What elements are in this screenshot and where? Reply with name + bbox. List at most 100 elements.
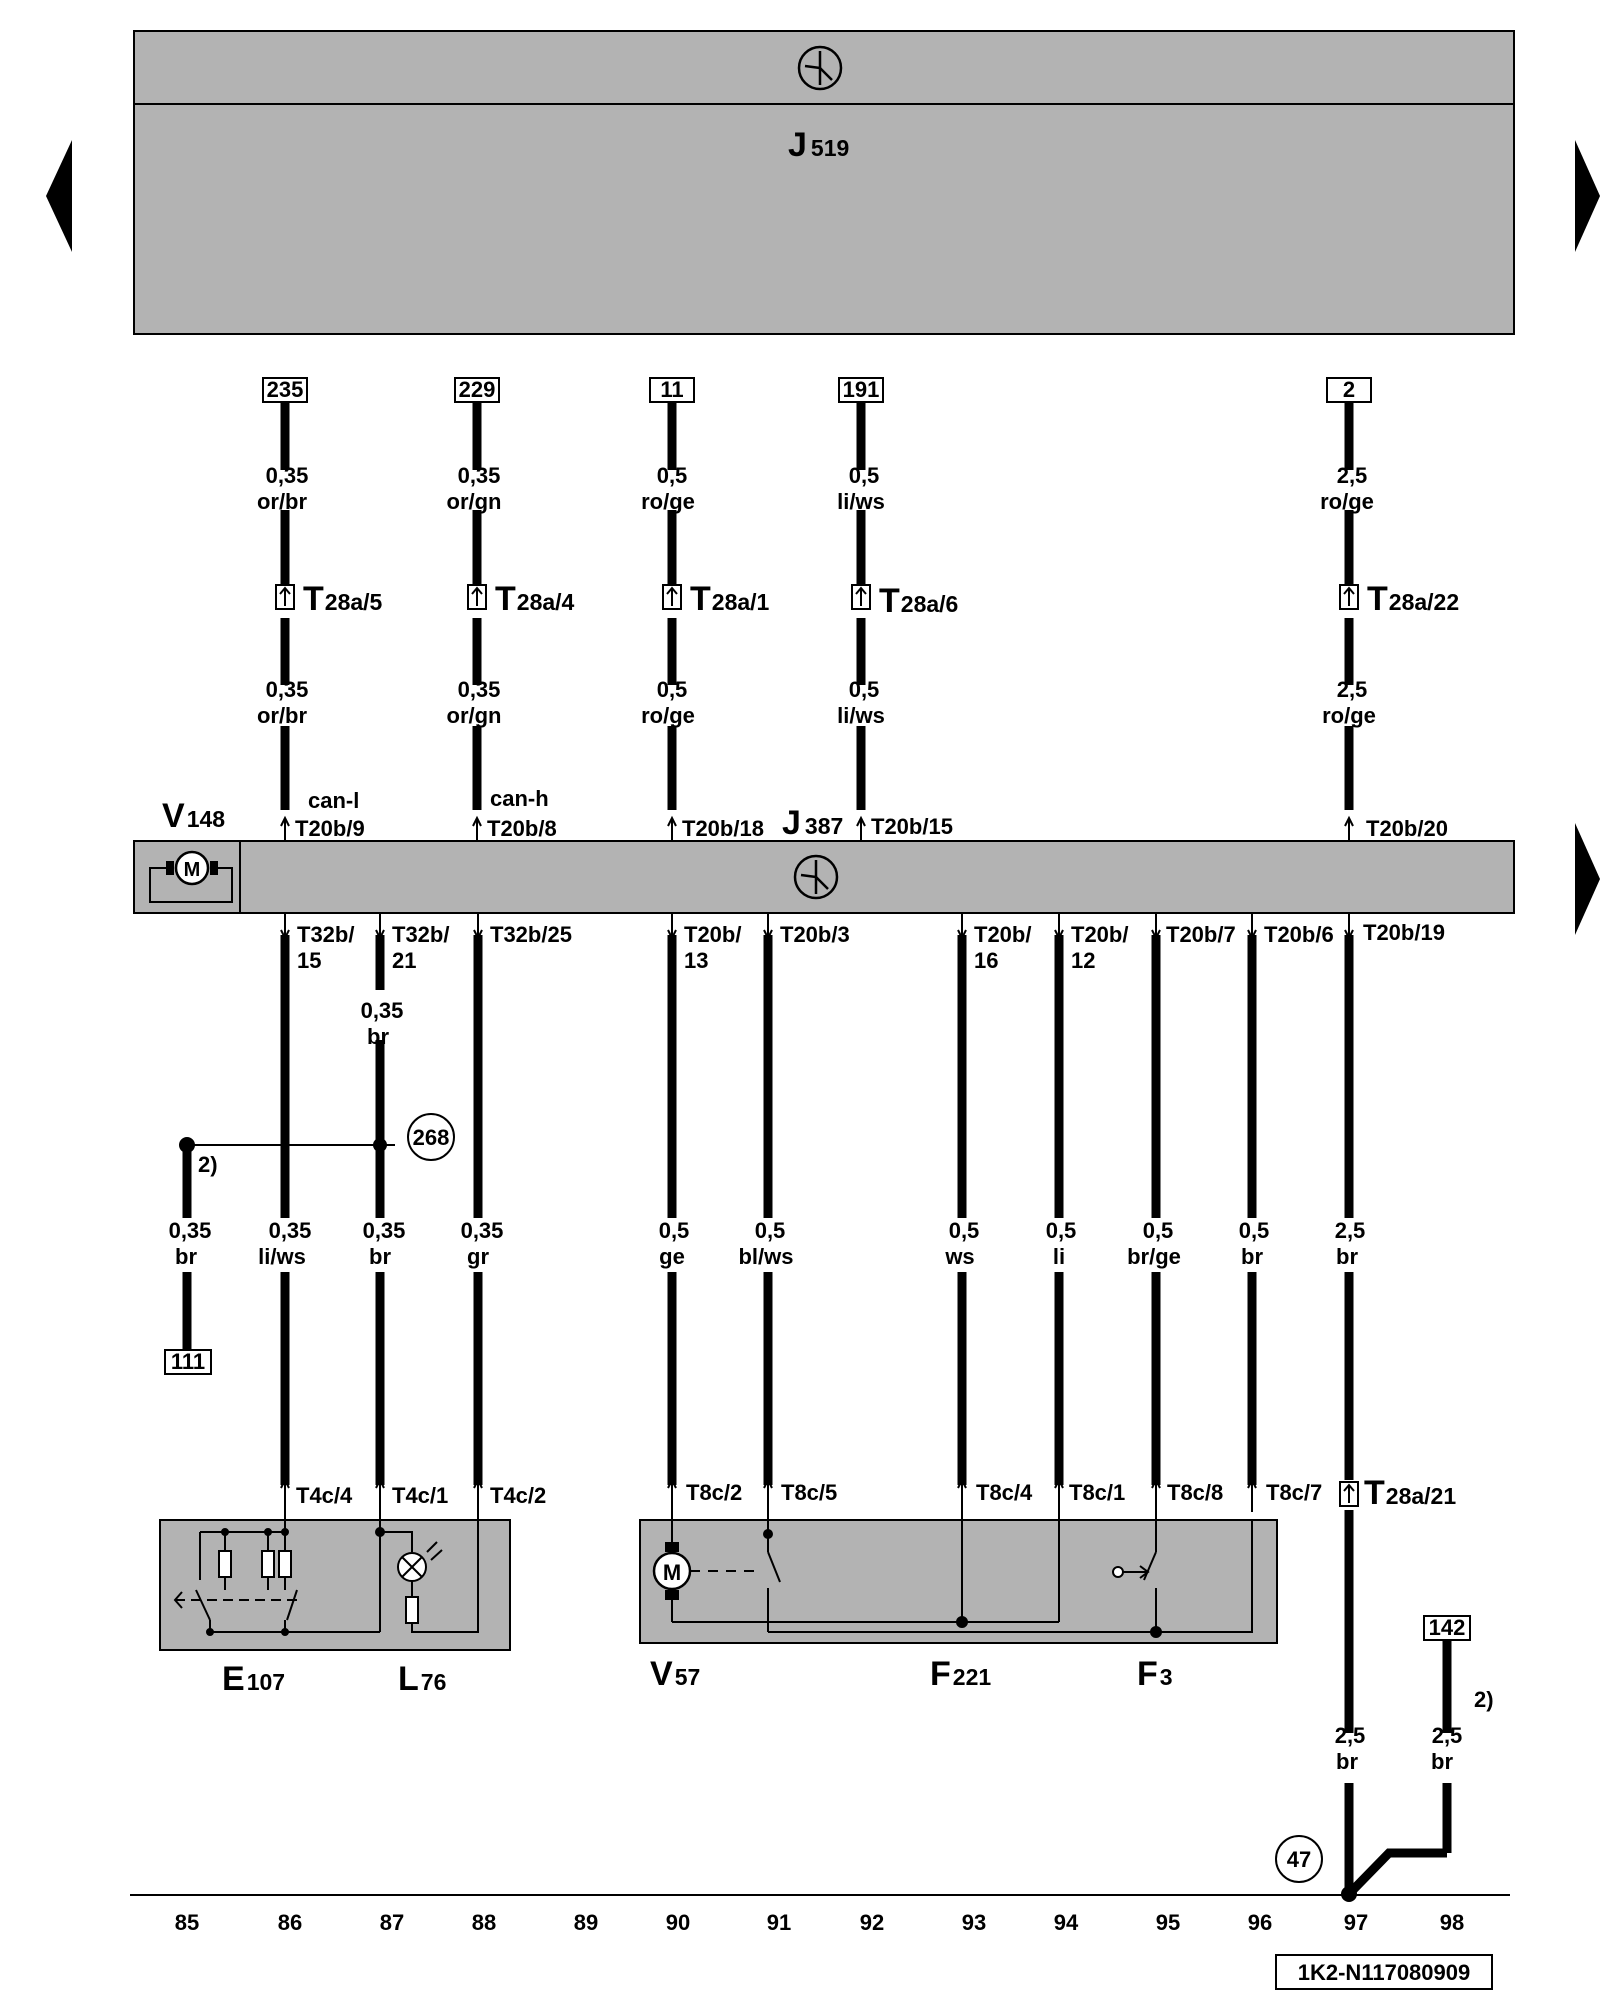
ref-229: 229 <box>459 377 496 402</box>
wire-2-size-a: 2,5 <box>1337 463 1368 488</box>
wire-235-color-a: or/br <box>257 489 308 514</box>
ref-11: 11 <box>660 377 683 402</box>
pin-t20b-7: T20b/7 <box>1166 922 1236 947</box>
pin-t4c-2: T4c/2 <box>490 1483 546 1508</box>
grid-numbers: 85 86 87 88 89 90 91 92 93 94 95 96 97 9… <box>175 1910 1464 1935</box>
pin-t8c-5: T8c/5 <box>781 1480 837 1505</box>
pin-t8c-8: T8c/8 <box>1167 1480 1223 1505</box>
pin-t20b-13-b: 13 <box>684 948 708 973</box>
next-page-arrow-icon[interactable] <box>1575 140 1600 252</box>
wire-2-size-b: 2,5 <box>1337 677 1368 702</box>
pin-t20b-6: T20b/6 <box>1264 922 1334 947</box>
j387-bottom-pins: T32b/ 15 T32b/ 21 T32b/25 T20b/ 13 T20b/… <box>280 913 1445 973</box>
resistor-network-icon <box>199 1520 292 1590</box>
grid-number: 94 <box>1054 1910 1079 1935</box>
connector-icon <box>662 584 682 610</box>
pin-t20b-16-a: T20b/ <box>974 922 1031 947</box>
connector-t28a-6-label: T28a/6 <box>879 582 958 620</box>
pin-t20b-19: T20b/19 <box>1363 920 1445 945</box>
motor-v148-label: V148 <box>162 797 225 835</box>
wire-98-color: br <box>1431 1749 1453 1774</box>
pin-t20b-15: T20b/15 <box>871 814 953 839</box>
grid-number: 87 <box>380 1910 404 1935</box>
wire-87-size-a: 0,35 <box>361 998 404 1023</box>
ground-47: 142 2) 47 <box>1275 1615 1494 1902</box>
pin-t20b-8: T20b/8 <box>487 816 557 841</box>
pin-t8c-2: T8c/2 <box>686 1480 742 1505</box>
grid-number: 98 <box>1440 1910 1464 1935</box>
wire-11-color-a: ro/ge <box>641 489 695 514</box>
wire-97-size-a: 2,5 <box>1335 1218 1366 1243</box>
pin-t20b-9: T20b/9 <box>295 816 365 841</box>
pin-t20b-20: T20b/20 <box>1366 816 1448 841</box>
wire-95-size: 0,5 <box>1143 1218 1174 1243</box>
connector-icon <box>275 584 295 610</box>
pin-t32b-21-a: T32b/ <box>392 922 449 947</box>
wire-87-size-b: 0,35 <box>363 1218 406 1243</box>
ref-2: 2 <box>1343 377 1355 402</box>
wire-11-size-b: 0,5 <box>657 677 688 702</box>
grid-number: 85 <box>175 1910 199 1935</box>
wire-94-color: li <box>1053 1244 1065 1269</box>
connector-t28a-21-label: T28a/21 <box>1364 1474 1456 1512</box>
grid-number: 90 <box>666 1910 690 1935</box>
pin-t20b-12-b: 12 <box>1071 948 1095 973</box>
pin-t32b-25: T32b/25 <box>490 922 572 947</box>
signal-can-l: can-l <box>308 788 359 813</box>
pin-t4c-4: T4c/4 <box>296 1483 353 1508</box>
connector-t28a-1-label: T28a/1 <box>690 580 770 618</box>
wire-191-size-b: 0,5 <box>849 677 880 702</box>
pin-t20b-12-a: T20b/ <box>1071 922 1128 947</box>
wire-96-color: br <box>1241 1244 1263 1269</box>
wire-91-color: bl/ws <box>738 1244 793 1269</box>
pin-t4c-1: T4c/1 <box>392 1483 448 1508</box>
component-v57-label: V57 <box>650 1655 700 1693</box>
signal-can-h: can-h <box>490 786 549 811</box>
switch-f3-icon <box>1112 1520 1162 1638</box>
wire-87-color-b: br <box>369 1244 391 1269</box>
continue-arrow-icon[interactable] <box>1575 823 1600 935</box>
wire-94-size: 0,5 <box>1046 1218 1077 1243</box>
ref-235: 235 <box>267 377 304 402</box>
wire-86-size: 0,35 <box>269 1218 312 1243</box>
component-l76-label: L76 <box>398 1660 446 1698</box>
connector-icon <box>467 584 487 610</box>
wire-reference-boxes-top: 235 229 11 191 2 <box>262 377 1372 403</box>
control-unit-symbol-icon <box>793 854 839 900</box>
module-j387: M <box>133 840 1515 914</box>
wire-229-color-b: or/gn <box>447 703 502 728</box>
motor-v57-icon: M <box>652 1520 760 1622</box>
connector-icon <box>851 584 871 610</box>
control-unit-symbol-icon <box>797 45 843 91</box>
pin-t32b-21-b: 21 <box>392 948 416 973</box>
pin-t20b-13-a: T20b/ <box>684 922 741 947</box>
wire-97-size-b: 2,5 <box>1335 1723 1366 1748</box>
component-f221-label: F221 <box>930 1655 991 1693</box>
splice-line-268: 268 2) <box>179 1113 455 1177</box>
wire-191-color-b: li/ws <box>837 703 885 728</box>
grid-number: 86 <box>278 1910 302 1935</box>
wire-85-size: 0,35 <box>169 1218 212 1243</box>
wire-235-size-a: 0,35 <box>266 463 309 488</box>
wire-88-size: 0,35 <box>461 1218 504 1243</box>
bulb-l76-icon <box>375 1520 479 1633</box>
wire-labels-lower: 0,35 br 0,35 br 0,35 li/ws 0,35 br 0,35 … <box>169 998 1463 1774</box>
wire-95-color: br/ge <box>1127 1244 1181 1269</box>
connector-t28a-5-label: T28a/5 <box>303 580 383 618</box>
prev-page-arrow-icon[interactable] <box>46 140 72 252</box>
wire-229-size-a: 0,35 <box>458 463 501 488</box>
wire-97-color-a: br <box>1336 1244 1358 1269</box>
wire-229-size-b: 0,35 <box>458 677 501 702</box>
wire-191-color-a: li/ws <box>837 489 885 514</box>
wire-86-color: li/ws <box>258 1244 306 1269</box>
wire-90-color: ge <box>659 1244 685 1269</box>
wire-90-size: 0,5 <box>659 1218 690 1243</box>
j387-top-pins: can-l can-h T20b/9 T20b/8 T20b/18 T20b/1… <box>280 786 1448 841</box>
ref-268: 268 <box>413 1125 450 1150</box>
grid-number: 89 <box>574 1910 598 1935</box>
wire-85-color: br <box>175 1244 197 1269</box>
connector-t28a-22-label: T28a/22 <box>1367 580 1459 618</box>
wire-235-color-b: or/br <box>257 703 308 728</box>
